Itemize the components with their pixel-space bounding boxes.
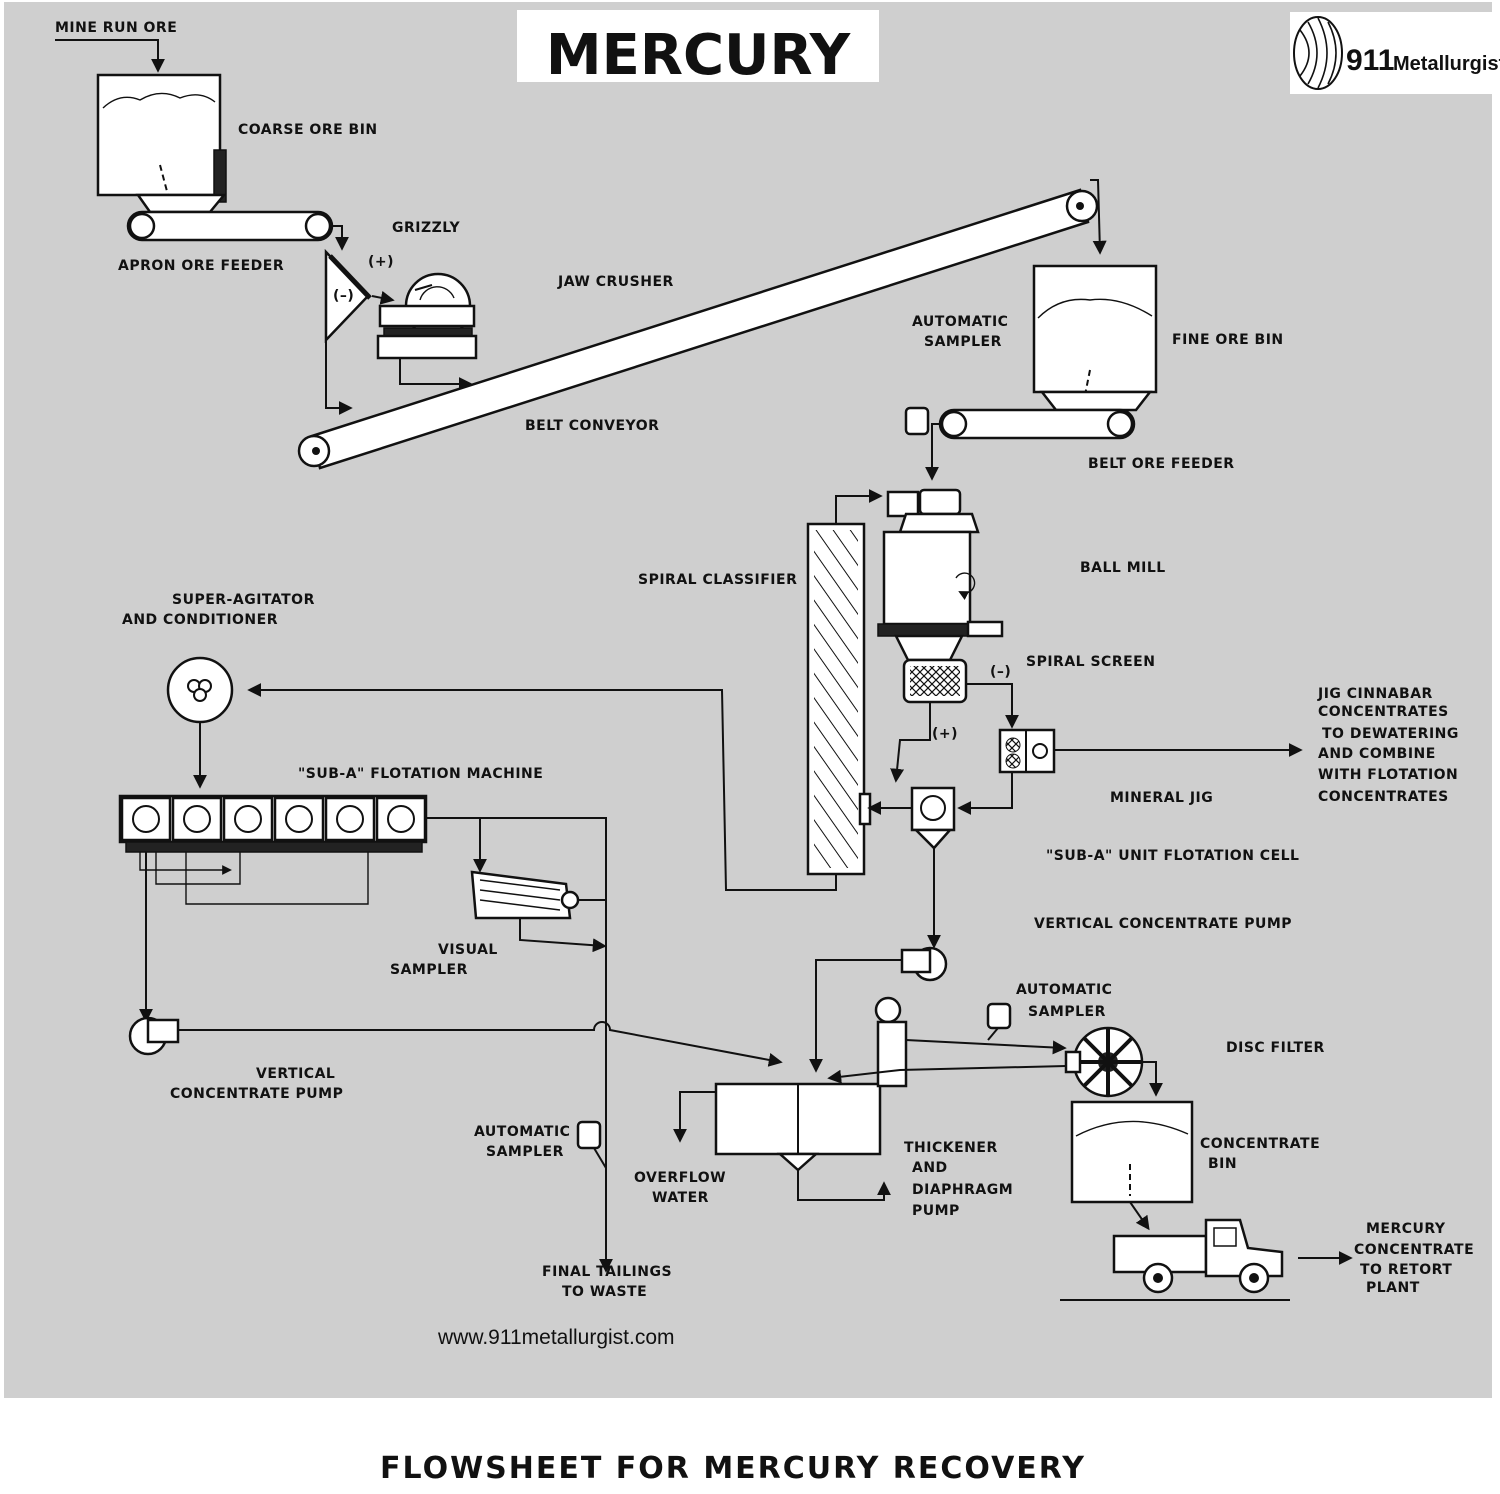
figure-caption: FLOWSHEET FOR MERCURY RECOVERY	[380, 1451, 1086, 1486]
logo: 911 Metallurgist	[1290, 12, 1500, 94]
label-visual-sampler-line2: SAMPLER	[390, 962, 468, 978]
label-automatic-sampler-1-line1: AUTOMATIC	[912, 314, 1008, 330]
label-jig-line5: WITH FLOTATION	[1318, 767, 1458, 783]
thickener	[673, 1082, 891, 1201]
automatic-sampler-2	[986, 1002, 1012, 1041]
automatic-sampler-3	[576, 1120, 607, 1169]
label-jaw-crusher: JAW CRUSHER	[557, 274, 674, 290]
unit-flotation-cell	[910, 786, 956, 850]
label-thickener-line2: AND	[912, 1160, 948, 1176]
label-final-tailings-line1: FINAL TAILINGS	[542, 1264, 672, 1280]
flotation-machine	[118, 794, 428, 853]
label-screen-plus: (+)	[932, 726, 958, 742]
fine-ore-bin	[1032, 264, 1158, 412]
logo-number: 911	[1346, 44, 1394, 77]
label-automatic-sampler-3-line1: AUTOMATIC	[474, 1124, 570, 1140]
label-concentrate-bin-line2: BIN	[1208, 1156, 1237, 1172]
label-automatic-sampler-1-line2: SAMPLER	[924, 334, 1002, 350]
belt-conveyor	[297, 188, 1099, 470]
label-mercury-conc-line1: MERCURY	[1366, 1221, 1446, 1237]
super-agitator-conditioner	[166, 656, 234, 724]
label-thickener-line1: THICKENER	[904, 1140, 998, 1156]
jaw-crusher	[376, 272, 478, 360]
label-mercury-conc-line4: PLANT	[1366, 1280, 1420, 1296]
diaphragm-pump	[874, 996, 1067, 1088]
label-concentrate-bin-line1: CONCENTRATE	[1200, 1136, 1320, 1152]
website-url: www.911metallurgist.com	[437, 1326, 675, 1349]
label-belt-conveyor: BELT CONVEYOR	[525, 418, 659, 434]
label-grizzly-plus: (+)	[368, 254, 394, 270]
label-jig-line6: CONCENTRATES	[1318, 789, 1449, 805]
label-super-agitator-line2: AND CONDITIONER	[122, 612, 278, 628]
label-mercury-conc-line2: CONCENTRATE	[1354, 1242, 1474, 1258]
concentrate-bin	[1070, 1100, 1194, 1204]
grizzly	[324, 248, 372, 344]
label-automatic-sampler-3-line2: SAMPLER	[486, 1144, 564, 1160]
label-belt-ore-feeder: BELT ORE FEEDER	[1088, 456, 1235, 472]
label-visual-sampler-line1: VISUAL	[438, 942, 498, 958]
label-jig-line1: JIG CINNABAR	[1317, 686, 1433, 702]
label-thickener-line3: DIAPHRAGM	[912, 1182, 1013, 1198]
label-mineral-jig: MINERAL JIG	[1110, 790, 1213, 806]
label-coarse-ore-bin: COARSE ORE BIN	[238, 122, 378, 138]
label-spiral-classifier: SPIRAL CLASSIFIER	[638, 572, 797, 588]
label-vertical-pump-left-line2: CONCENTRATE PUMP	[170, 1086, 343, 1102]
label-apron-ore-feeder: APRON ORE FEEDER	[118, 258, 284, 274]
logo-icon	[1293, 16, 1343, 90]
spiral-classifier	[806, 489, 883, 876]
diagram-title: MERCURY	[546, 23, 852, 88]
label-flotation-machine: "SUB-A" FLOTATION MACHINE	[298, 766, 543, 782]
automatic-sampler-1	[904, 406, 930, 436]
label-thickener-line4: PUMP	[912, 1203, 960, 1219]
label-automatic-sampler-2-line2: SAMPLER	[1028, 1004, 1106, 1020]
label-spiral-screen: SPIRAL SCREEN	[1026, 654, 1155, 670]
label-jig-line3: TO DEWATERING	[1322, 726, 1459, 742]
label-super-agitator-line1: SUPER-AGITATOR	[172, 592, 315, 608]
spiral-screen	[902, 658, 968, 704]
coarse-ore-bin	[96, 73, 227, 214]
label-jig-line4: AND COMBINE	[1318, 746, 1436, 762]
label-final-tailings-line2: TO WASTE	[562, 1284, 647, 1300]
logo-word: Metallurgist	[1393, 53, 1500, 75]
label-grizzly-minus: (–)	[333, 288, 354, 304]
label-jig-line2: CONCENTRATES	[1318, 704, 1449, 720]
label-ball-mill: BALL MILL	[1080, 560, 1166, 576]
label-vertical-pump-right: VERTICAL CONCENTRATE PUMP	[1034, 916, 1292, 932]
label-mercury-conc-line3: TO RETORT	[1360, 1262, 1452, 1278]
label-mine-run-ore: MINE RUN ORE	[55, 20, 177, 36]
disc-filter	[1064, 1026, 1144, 1098]
truck-icon	[1112, 1218, 1284, 1294]
belt-ore-feeder	[938, 408, 1136, 440]
label-grizzly: GRIZZLY	[392, 220, 461, 236]
title-box	[517, 10, 879, 82]
label-overflow-water-line1: OVERFLOW	[634, 1170, 726, 1186]
vertical-concentrate-pump-left	[128, 1016, 180, 1056]
label-vertical-pump-left-line1: VERTICAL	[256, 1066, 335, 1082]
mineral-jig	[998, 728, 1056, 774]
ball-mill	[877, 488, 1004, 662]
label-overflow-water-line2: WATER	[652, 1190, 709, 1206]
label-automatic-sampler-2-line1: AUTOMATIC	[1016, 982, 1112, 998]
label-disc-filter: DISC FILTER	[1226, 1040, 1325, 1056]
label-screen-minus: (–)	[990, 664, 1011, 680]
label-fine-ore-bin: FINE ORE BIN	[1172, 332, 1284, 348]
label-unit-flotation-cell: "SUB-A" UNIT FLOTATION CELL	[1046, 848, 1299, 864]
apron-ore-feeder	[126, 210, 334, 242]
visual-sampler	[470, 870, 607, 953]
